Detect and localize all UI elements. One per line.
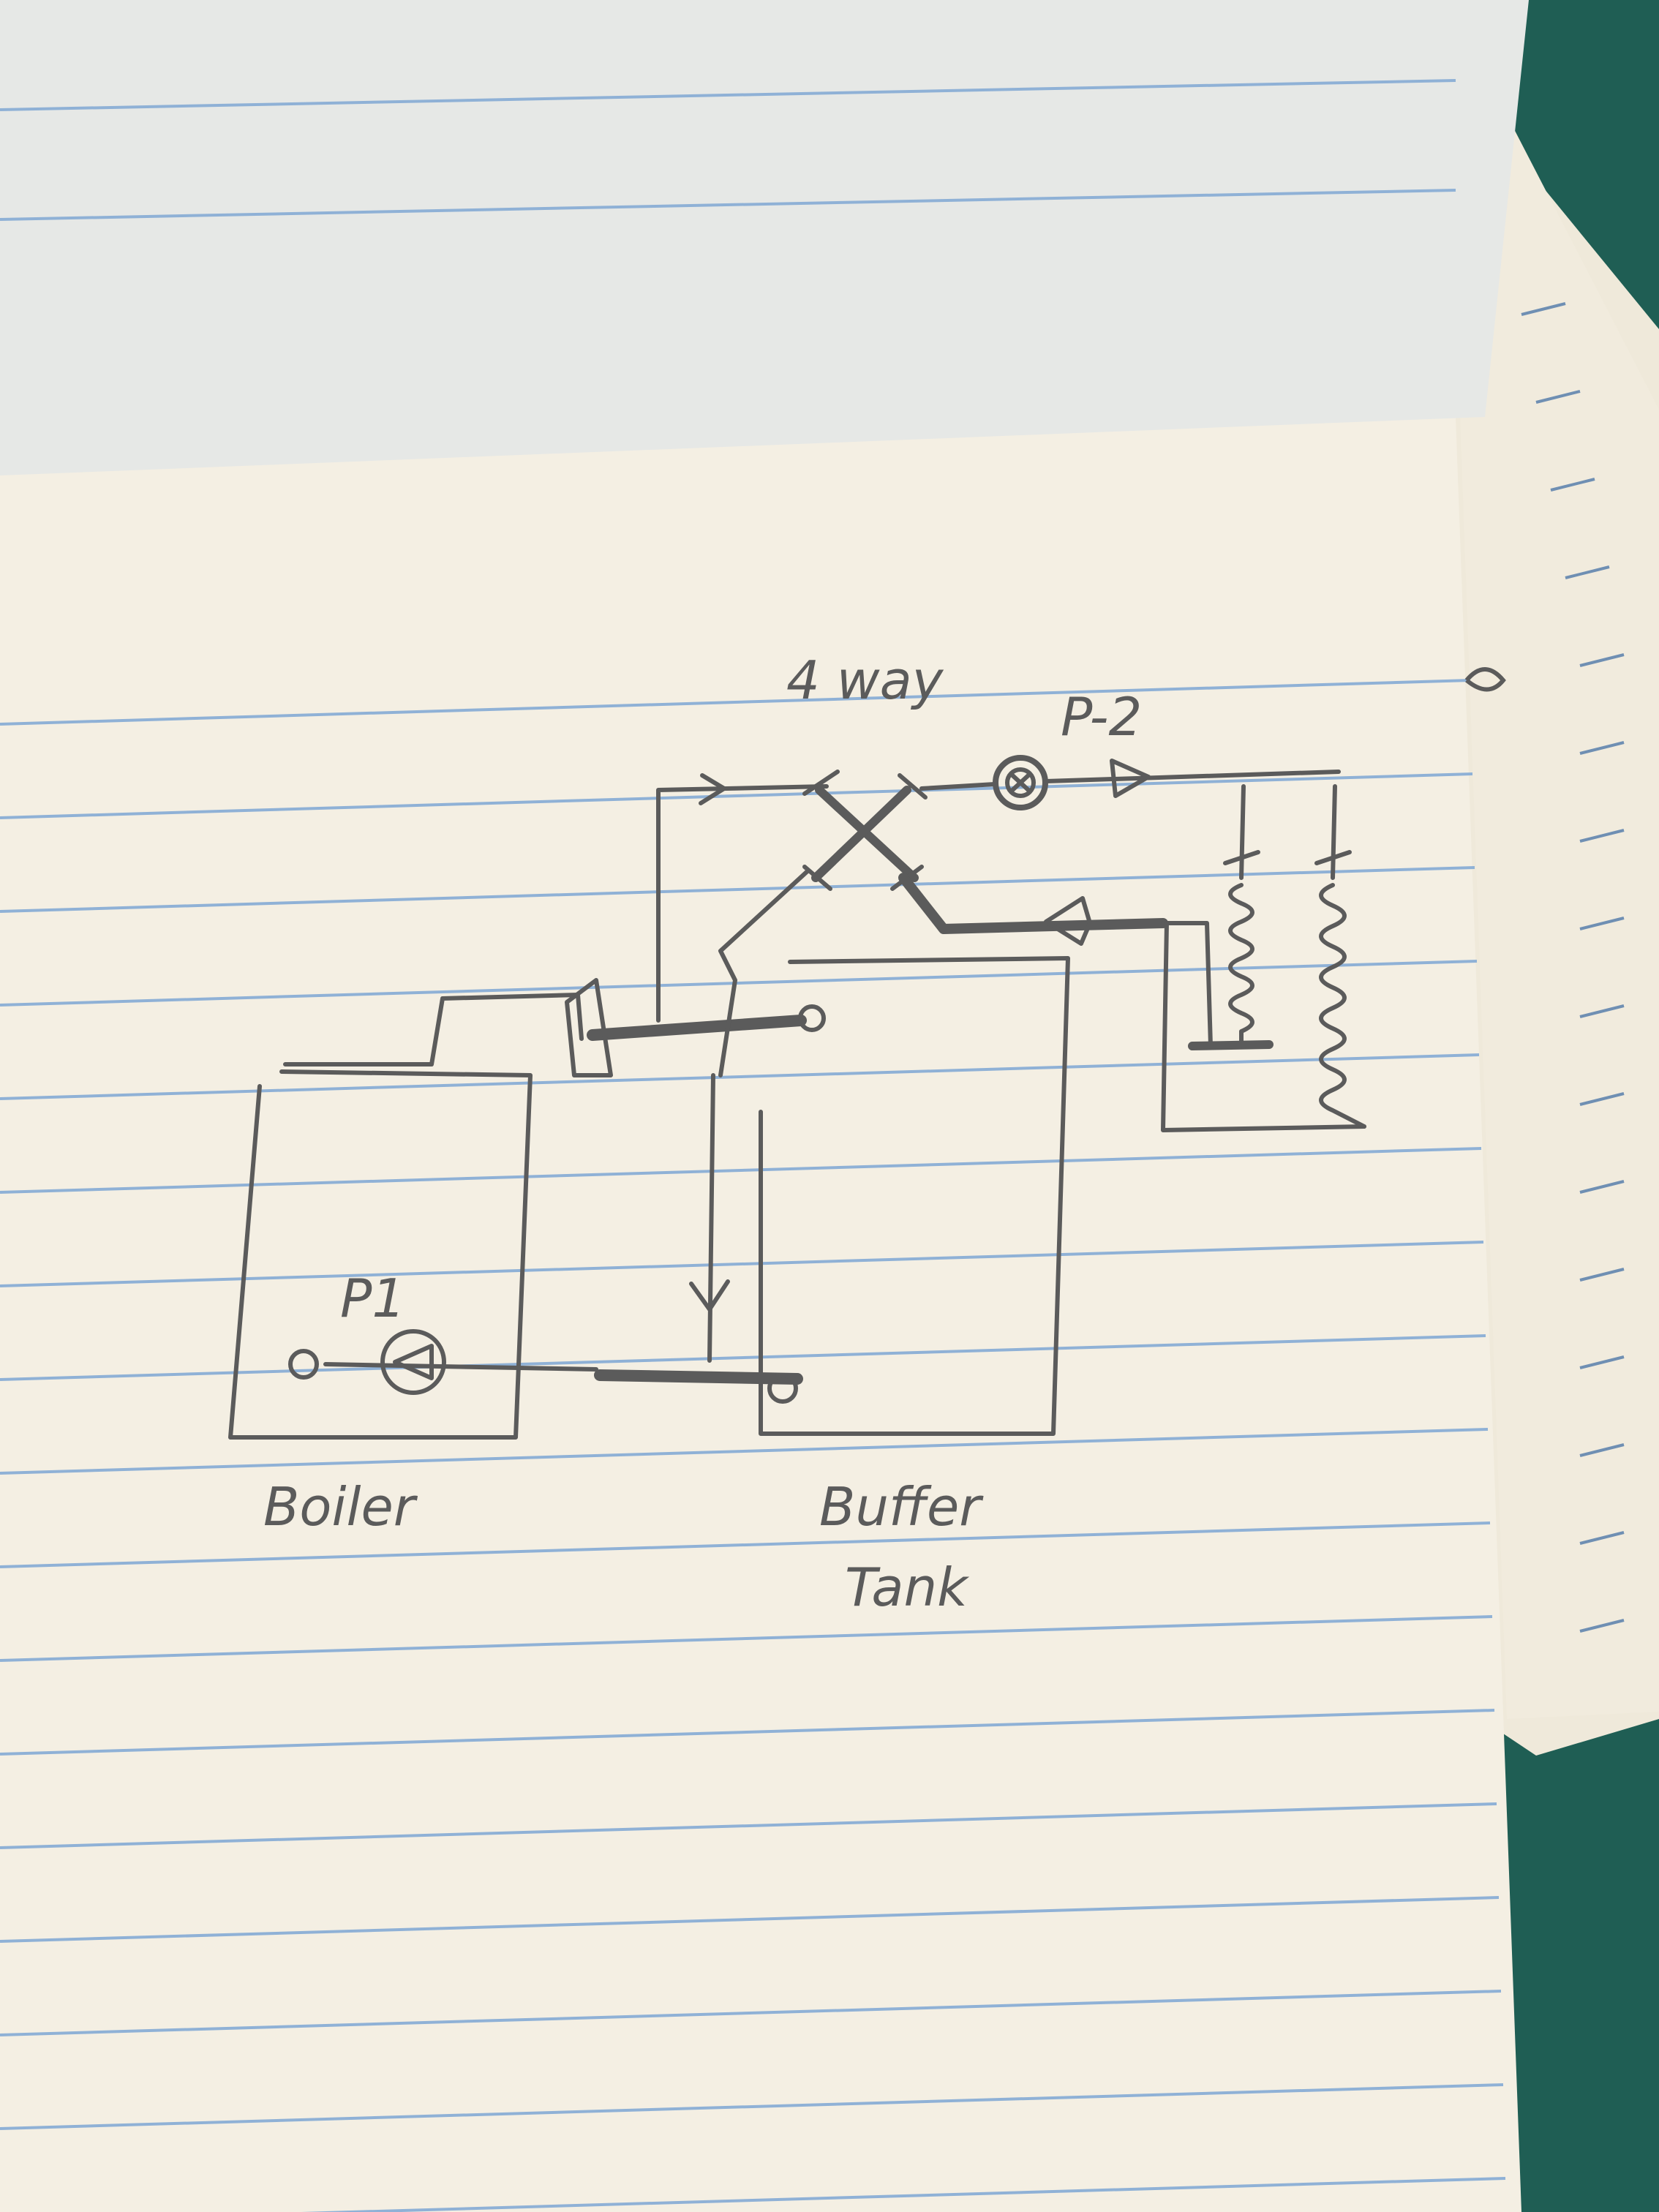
rule-line <box>0 1241 1484 1287</box>
tank-top-port <box>798 1004 826 1032</box>
rule-line <box>0 1521 1491 1568</box>
four-way-valve <box>802 770 928 891</box>
buffer-tank-label-line2: Tank <box>845 1557 970 1618</box>
side-rule-tick <box>1579 1355 1625 1369</box>
rule-line <box>0 1709 1495 1756</box>
return-flow-arrow <box>689 1279 730 1312</box>
side-sheet-rule-ticks <box>1521 302 1625 1633</box>
side-rule-tick <box>1579 1004 1625 1018</box>
rule-line <box>0 1428 1489 1475</box>
radiator-2-coil <box>1319 883 1366 1129</box>
rule-line <box>0 772 1473 819</box>
valve-stroke-2 <box>811 786 911 882</box>
heating-supply-pipe <box>1044 770 1341 783</box>
pump-2-label: P-2 <box>1061 686 1142 748</box>
rule-line <box>0 1147 1482 1194</box>
4way-to-p2-pipe <box>919 782 997 791</box>
rule-lines <box>0 79 1506 2212</box>
valve-port-2 <box>898 773 928 800</box>
rule-line <box>0 679 1471 726</box>
radiator-1-coil <box>1228 883 1254 1048</box>
side-rule-tick <box>1565 565 1610 579</box>
pump-1-triangle <box>393 1344 434 1380</box>
side-rule-tick <box>1579 1531 1625 1545</box>
rule-line <box>0 1334 1486 1381</box>
radiator-1-bottom <box>1188 1040 1274 1050</box>
pump-1-circle <box>380 1329 446 1395</box>
folded-page <box>0 0 1529 475</box>
hot-header-pipe <box>587 1015 807 1041</box>
side-rule-tick <box>1550 478 1595 492</box>
pump-2-spoke-2 <box>1009 772 1032 794</box>
side-rule-tick <box>1579 741 1625 755</box>
valve-port-1 <box>802 770 840 796</box>
4way-to-tank-pipe <box>718 868 810 1077</box>
rule-line <box>0 1053 1480 1100</box>
rule-line <box>0 2083 1504 2130</box>
stray-pen-mark <box>1464 667 1506 692</box>
boiler-return-pipe <box>323 1362 598 1372</box>
side-rule-tick <box>1535 390 1581 404</box>
valve-port-3 <box>802 865 832 891</box>
folded-rule-line <box>0 189 1456 221</box>
radiator-1-feed <box>1239 784 1246 880</box>
cold-return-pipe <box>707 1073 715 1363</box>
radiator-2-feed <box>1331 784 1337 880</box>
boiler-outlet-fitting <box>565 978 613 1077</box>
side-rule-tick <box>1579 1180 1625 1194</box>
side-rule-tick <box>1579 1619 1625 1633</box>
rule-line <box>301 2177 1506 2212</box>
rule-line <box>0 1802 1497 1849</box>
rule-line <box>0 1896 1500 1943</box>
boiler-supply-outlet <box>283 993 584 1066</box>
folded-rule-line <box>0 79 1456 111</box>
boiler-label: Boiler <box>263 1476 418 1538</box>
piping-diagram <box>228 755 1366 1440</box>
rule-line <box>0 1990 1502 2036</box>
side-rule-tick <box>1579 829 1625 843</box>
heating-return-line <box>1161 921 1213 1048</box>
side-rule-tick <box>1579 1268 1625 1282</box>
radiator-1-valve <box>1223 850 1260 865</box>
boiler-box <box>228 1069 533 1440</box>
side-rule-tick <box>1579 653 1625 667</box>
boiler-bottom-port <box>288 1349 319 1380</box>
tank-bottom-pipe <box>594 1369 803 1385</box>
side-rule-tick <box>1579 1443 1625 1457</box>
side-rule-tick <box>1579 1092 1625 1106</box>
side-rule-tick <box>1521 302 1566 316</box>
middle-sheet <box>1456 59 1659 1719</box>
supply-riser-to-4way <box>656 784 829 1023</box>
radiator-2-valve <box>1314 850 1352 865</box>
side-rule-tick <box>1579 917 1625 930</box>
radiator-loop-frame <box>1161 921 1366 1132</box>
rule-line <box>0 1615 1493 1662</box>
rule-line <box>0 866 1475 913</box>
buffer-tank-box <box>759 956 1070 1436</box>
pump-1 <box>380 1329 446 1395</box>
supply-flow-arrow <box>699 773 726 805</box>
pump-1-label: P1 <box>340 1268 405 1329</box>
tank-bottom-port <box>767 1373 798 1404</box>
heating-supply-arrow <box>1110 759 1151 798</box>
heating-return-arrow <box>1044 896 1092 946</box>
pump-2-inner <box>1005 767 1036 798</box>
four-way-valve-label: 4 way <box>786 650 944 711</box>
buffer-tank-label-line1: Buffer <box>819 1476 984 1538</box>
